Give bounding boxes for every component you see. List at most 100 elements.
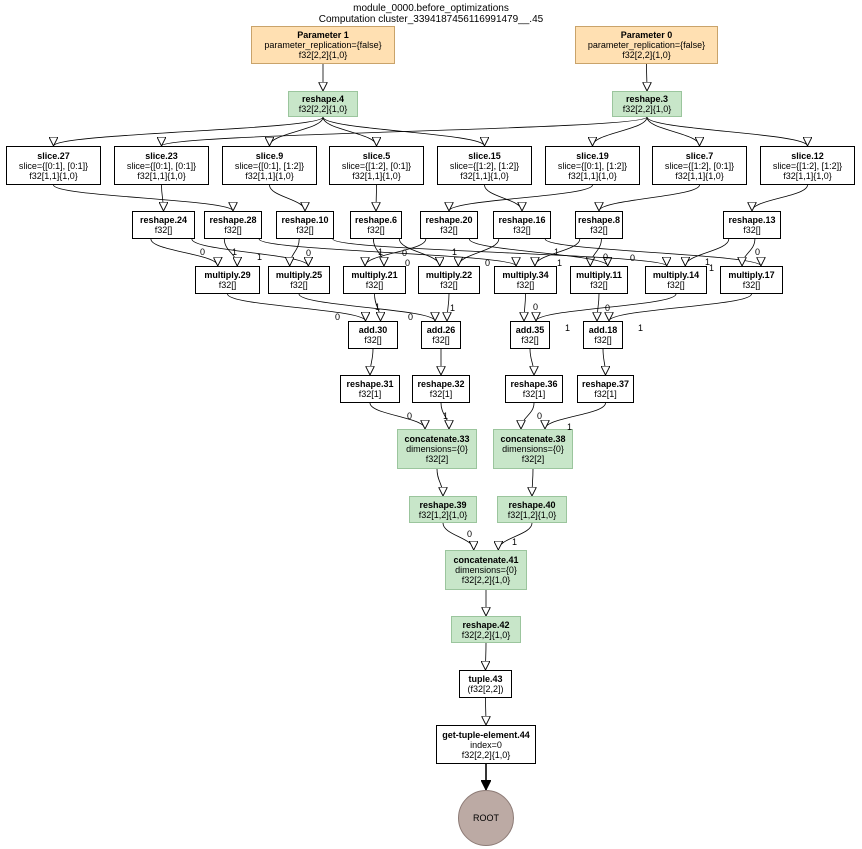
node-title: reshape.32 [417,379,465,389]
edge-slice12-to-reshape13 [752,184,808,212]
edge-reshape3-to-slice12 [646,116,808,147]
node-detail: f32[] [440,280,458,290]
node-title: slice.5 [362,150,391,161]
edge-add18-to-reshape37 [603,348,606,375]
node-title: reshape.3 [625,94,669,104]
edge-operand-label: 0 [533,302,539,312]
edge-operand-label: 1 [709,263,715,273]
node-detail: f32[] [432,335,450,345]
node-detail: f32[] [516,280,535,290]
edge-reshape42-to-tuple43 [486,642,487,670]
node-detail: f32[] [590,225,608,235]
edge-slice23-to-reshape24 [162,184,164,211]
node-title: slice.12 [791,150,824,161]
root-node[interactable]: ROOT [458,790,514,846]
edge-operand-label: 0 [402,248,408,258]
edge-reshape3-to-slice19 [593,116,648,147]
edge-reshape28-to-multiply34 [258,238,516,267]
node-title: add.30 [358,325,388,335]
node-detail: f32[2] [425,454,449,464]
edge-operand-label: 0 [605,303,611,313]
node-detail: dimensions={0} [502,444,564,454]
edge-multiply17-to-add18 [609,293,752,322]
edge-reshape31-to-concatenate33 [369,402,425,430]
node-detail: f32[1,1]{1,0} [568,170,617,181]
node-detail: f32[] [521,335,539,345]
edge-reshape4-to-slice27 [54,116,324,147]
node-title: slice.9 [255,150,284,161]
node-detail: f32[2,2]{1,0} [461,749,511,760]
node-detail: f32[1] [429,389,453,399]
graph-node-tuple43[interactable]: tuple.43(f32[2,2]) [459,670,512,698]
node-detail: f32[] [365,280,384,290]
edge-operand-label: 0 [485,258,491,268]
node-detail: f32[2,2]{1,0} [622,104,672,114]
edge-multiply11-to-add18 [597,293,599,321]
edge-reshape40-to-concatenate41 [498,522,533,551]
edge-operand-label: 1 [375,302,381,312]
edge-operand-label: 1 [452,247,458,257]
edge-multiply21-to-add30 [374,293,381,321]
node-title: reshape.42 [462,619,510,630]
edge-operand-label: 0 [537,411,543,421]
edge-reshape39-to-concatenate41 [442,522,474,551]
edge-reshape28-to-multiply29 [223,238,237,267]
node-detail: (f32[2,2]) [467,684,504,694]
edge-reshape13-to-multiply17 [742,238,756,267]
edge-operand-label: 0 [407,411,413,421]
edge-reshape4-to-slice9 [270,116,324,147]
edge-multiply22-to-add26 [447,293,449,321]
node-title: reshape.37 [581,379,630,389]
edge-reshape36-to-concatenate38 [521,402,535,430]
node-detail: f32[] [154,225,173,235]
edge-operand-label: 0 [200,247,206,257]
edge-operand-label: 1 [450,303,456,313]
node-detail: f32[1,2]{1,0} [418,509,468,520]
node-title: concatenate.38 [500,434,566,444]
node-detail: dimensions={0} [406,444,468,454]
